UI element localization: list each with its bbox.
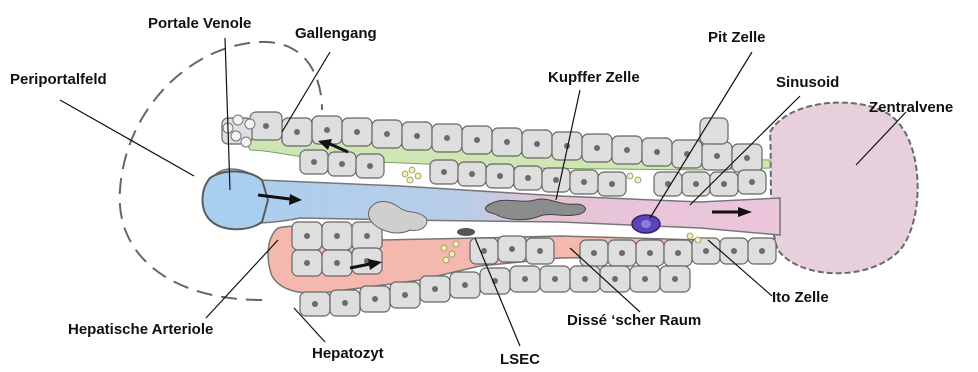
label-ito-zelle: Ito Zelle [772,290,829,305]
label-gallengang: Gallengang [295,26,377,41]
label-periportalfeld: Periportalfeld [10,72,107,87]
label-sinusoid: Sinusoid [776,75,839,90]
label-hepatozyt: Hepatozyt [312,346,384,361]
label-pit-zelle: Pit Zelle [708,30,766,45]
label-portale-venole: Portale Venole [148,16,251,31]
label-disse-raum: Dissé ‘scher Raum [567,313,701,328]
portal-venule [203,171,269,229]
label-kupffer-zelle: Kupffer Zelle [548,70,640,85]
label-hepatische-arteriole: Hepatische Arteriole [68,322,213,337]
label-lsec: LSEC [500,352,540,367]
pit-cell-nucleus [641,220,651,228]
central-vein [770,103,918,274]
label-zentralvene: Zentralvene [869,100,953,115]
lsec-nucleus [457,228,475,236]
